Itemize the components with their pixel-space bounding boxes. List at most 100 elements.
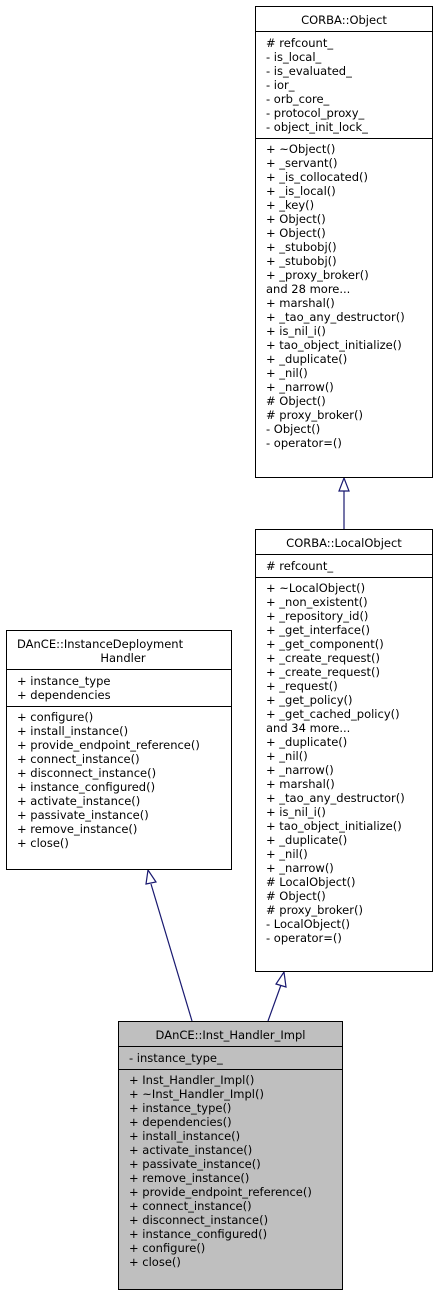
operations-compartment: + Inst_Handler_Impl() + ~Inst_Handler_Im… [119, 1070, 342, 1272]
operation: # LocalObject() [266, 875, 356, 889]
attribute: + instance_type [17, 674, 111, 688]
operation: + connect_instance() [17, 752, 140, 766]
operation: + _key() [266, 198, 315, 212]
operation: + configure() [129, 1241, 206, 1255]
attributes-compartment: # refcount_ - is_local_ - is_evaluated_ … [256, 32, 432, 139]
operation: + Object() [266, 212, 326, 226]
operation: + disconnect_instance() [17, 766, 157, 780]
operation: + _get_interface() [266, 623, 370, 637]
operation: # Object() [266, 889, 326, 903]
operation: + _nil() [266, 749, 308, 763]
operation: + configure() [17, 710, 94, 724]
operation: + _duplicate() [266, 833, 348, 847]
operation: + passivate_instance() [129, 1157, 261, 1171]
operation: + dependencies() [129, 1115, 232, 1129]
operation: + is_nil_i() [266, 805, 326, 819]
operation: - operator=() [266, 436, 342, 450]
operation: + _repository_id() [266, 609, 369, 623]
class-corba-object[interactable]: CORBA::Object # refcount_ - is_local_ - … [255, 6, 433, 478]
operation: + ~Object() [266, 142, 336, 156]
operation: + _narrow() [266, 861, 334, 875]
attributes-compartment: # refcount_ [256, 555, 432, 578]
class-title: CORBA::LocalObject [256, 530, 432, 555]
operation: + ~LocalObject() [266, 581, 366, 595]
operation: + Inst_Handler_Impl() [129, 1073, 255, 1087]
class-title: CORBA::Object [256, 7, 432, 32]
operation: + provide_endpoint_reference() [129, 1185, 312, 1199]
operation: # proxy_broker() [266, 903, 363, 917]
operations-compartment: + ~Object() + _servant() + _is_collocate… [256, 139, 432, 453]
attribute: # refcount_ [266, 559, 334, 573]
attribute: # refcount_ [266, 36, 334, 50]
operation: + instance_configured() [17, 780, 156, 794]
operation: - Object() [266, 422, 321, 436]
operation: + _duplicate() [266, 352, 348, 366]
operation: + connect_instance() [129, 1199, 252, 1213]
operation: + _get_component() [266, 637, 384, 651]
operation: + install_instance() [129, 1129, 241, 1143]
operation: + _stubobj() [266, 254, 337, 268]
operation: # Object() [266, 394, 326, 408]
operation: - operator=() [266, 931, 342, 945]
operation: + passivate_instance() [17, 808, 149, 822]
operation: + _servant() [266, 156, 338, 170]
operation: + marshal() [266, 296, 335, 310]
arrowhead-handler [145, 868, 157, 885]
operation: + remove_instance() [129, 1171, 250, 1185]
operation: + _tao_any_destructor() [266, 310, 405, 324]
operation: + _stubobj() [266, 240, 337, 254]
operation: + _tao_any_destructor() [266, 791, 405, 805]
operation: + tao_object_initialize() [266, 338, 402, 352]
operation: # proxy_broker() [266, 408, 363, 422]
operation: + is_nil_i() [266, 324, 326, 338]
attribute: - is_evaluated_ [266, 64, 352, 78]
operation: + marshal() [266, 777, 335, 791]
attributes-compartment: - instance_type_ [119, 1047, 342, 1070]
attribute: - is_local_ [266, 50, 322, 64]
operation: + _narrow() [266, 380, 334, 394]
operation: + tao_object_initialize() [266, 819, 402, 833]
operation: + _proxy_broker() [266, 268, 369, 282]
operation: - LocalObject() [266, 917, 351, 931]
operation: + install_instance() [17, 724, 129, 738]
class-corba-localobject[interactable]: CORBA::LocalObject # refcount_ + ~LocalO… [255, 529, 433, 972]
operation: + provide_endpoint_reference() [17, 738, 200, 752]
operation: + remove_instance() [17, 822, 138, 836]
operation: + _non_existent() [266, 595, 368, 609]
operation: + _nil() [266, 847, 308, 861]
operation: + ~Inst_Handler_Impl() [129, 1087, 264, 1101]
attribute: - orb_core_ [266, 92, 330, 106]
operations-compartment: + configure() + install_instance() + pro… [7, 707, 231, 853]
operation: + activate_instance() [129, 1143, 253, 1157]
attribute: - object_init_lock_ [266, 120, 368, 134]
attribute: - protocol_proxy_ [266, 106, 365, 120]
operation: + _get_cached_policy() [266, 707, 400, 721]
operation: + disconnect_instance() [129, 1213, 269, 1227]
more-operations[interactable]: and 28 more... [266, 282, 351, 296]
attribute: - instance_type_ [129, 1051, 223, 1065]
attribute: + dependencies [17, 688, 111, 702]
class-title-line: Handler [100, 651, 146, 665]
attributes-compartment: + instance_type + dependencies [7, 670, 231, 707]
operation: + instance_type() [129, 1101, 232, 1115]
arrowhead-localobject [275, 970, 287, 988]
edge-impl-to-handler [150, 883, 193, 1022]
class-inst-handler-impl[interactable]: DAnCE::Inst_Handler_Impl - instance_type… [118, 1021, 343, 1290]
operation: + _is_collocated() [266, 170, 368, 184]
arrowhead-object [338, 476, 350, 492]
class-instance-deployment-handler[interactable]: DAnCE::InstanceDeployment Handler + inst… [6, 630, 232, 870]
operation: + _duplicate() [266, 735, 348, 749]
operation: + _create_request() [266, 665, 380, 679]
operations-compartment: + ~LocalObject() + _non_existent() + _re… [256, 578, 432, 948]
operation: + close() [17, 836, 69, 850]
class-title-line: DAnCE::InstanceDeployment [17, 637, 184, 651]
operation: + _is_local() [266, 184, 336, 198]
operation: + _narrow() [266, 763, 334, 777]
more-operations[interactable]: and 34 more... [266, 721, 351, 735]
operation: + instance_configured() [129, 1227, 268, 1241]
class-title: DAnCE::Inst_Handler_Impl [119, 1022, 342, 1047]
operation: + close() [129, 1255, 181, 1269]
operation: + _request() [266, 679, 338, 693]
attribute: - ior_ [266, 78, 295, 92]
operation: + _nil() [266, 366, 308, 380]
